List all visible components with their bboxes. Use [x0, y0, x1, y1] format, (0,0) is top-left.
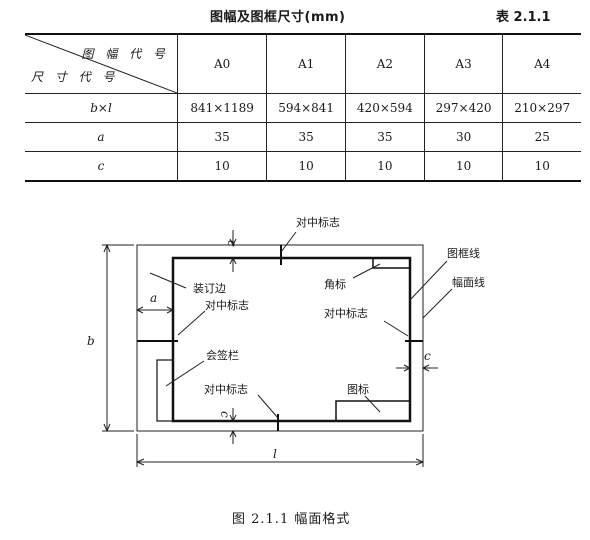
table-cell: 841×1189 [176, 93, 267, 123]
column-header: A2 [345, 33, 425, 94]
table-cell: 10 [423, 151, 503, 182]
leader-corner-mark [352, 263, 381, 279]
corner-diagonal [25, 35, 177, 93]
label-center-mark-left: 对中标志 [205, 298, 249, 312]
table-cell: 30 [423, 122, 503, 152]
table-cell: 10 [345, 151, 425, 182]
signature-bar [156, 359, 174, 422]
leader-sheet-line [422, 288, 453, 319]
table-header-row: 图 幅 代 号 尺 寸 代 号 A0 A1 A2 A3 A4 [25, 33, 581, 94]
label-center-mark-right: 对中标志 [324, 306, 368, 320]
title-block [335, 400, 410, 421]
row-label: b×l [25, 93, 178, 123]
dim-label-c-top: c [225, 240, 239, 247]
table-corner-cell: 图 幅 代 号 尺 寸 代 号 [25, 33, 178, 94]
label-binding-edge: 装订边 [193, 282, 226, 295]
dim-label-a: a [150, 291, 157, 305]
table-cell: 25 [502, 122, 581, 152]
leader-title-block [364, 395, 381, 413]
dim-label-c-right: c [424, 349, 431, 363]
figure-caption: 图 2.1.1 幅面格式 [232, 512, 351, 527]
column-header: A0 [176, 33, 267, 94]
corner-mark [372, 258, 410, 269]
header-sheet-code: 图 幅 代 号 [81, 47, 169, 61]
label-center-mark-top: 对中标志 [296, 215, 340, 229]
row-label: c [25, 151, 178, 182]
dim-label-l: l [273, 447, 277, 461]
column-header: A3 [423, 33, 503, 94]
leader-center-top [280, 231, 297, 253]
table-cell: 420×594 [345, 93, 425, 123]
column-header: A1 [266, 33, 346, 94]
label-frame-line: 图框线 [447, 246, 480, 260]
label-title-block: 图标 [347, 382, 369, 396]
dimension-table: 图 幅 代 号 尺 寸 代 号 A0 A1 A2 A3 A4 b×l 841×1… [25, 33, 581, 182]
leader-frame-line [409, 260, 448, 301]
label-signature-bar: 会签栏 [206, 348, 239, 362]
dimension-l [135, 434, 425, 467]
drawing-frame [171, 256, 412, 423]
table-row: a 35 35 35 30 25 [25, 122, 581, 152]
table-cell: 10 [176, 151, 267, 182]
table-cell: 297×420 [423, 93, 503, 123]
table-cell: 10 [266, 151, 346, 182]
table-cell: 10 [502, 151, 581, 182]
table-cell: 594×841 [266, 93, 346, 123]
dimension-b [102, 243, 134, 433]
leader-binding-edge [149, 272, 187, 289]
dimension-c-bottom [229, 408, 237, 444]
leader-center-right [383, 320, 409, 337]
table-cell: 35 [176, 122, 267, 152]
table-cell: 35 [345, 122, 425, 152]
table-title: 图幅及图框尺寸(mm) [210, 10, 346, 25]
table-cell: 210×297 [502, 93, 581, 123]
leader-signature-bar [165, 360, 205, 387]
dim-label-c-bottom: c [218, 411, 232, 418]
label-center-mark-bottom: 对中标志 [204, 382, 248, 396]
table-number: 表 2.1.1 [496, 10, 551, 25]
table-row: b×l 841×1189 594×841 420×594 297×420 210… [25, 93, 581, 123]
label-corner-mark: 角标 [324, 277, 346, 291]
row-label: a [25, 122, 178, 152]
leader-center-bottom [257, 394, 279, 419]
column-header: A4 [502, 33, 581, 94]
label-sheet-line: 幅面线 [452, 275, 485, 289]
dim-label-b: b [87, 334, 95, 348]
header-size-code: 尺 寸 代 号 [31, 70, 119, 84]
table-cell: 35 [266, 122, 346, 152]
sheet-border [136, 244, 424, 432]
dimension-c-right [396, 364, 438, 372]
dimension-c-top [229, 230, 237, 272]
dimension-a [135, 306, 175, 314]
table-row: c 10 10 10 10 10 [25, 151, 581, 182]
leader-center-left [177, 310, 206, 336]
